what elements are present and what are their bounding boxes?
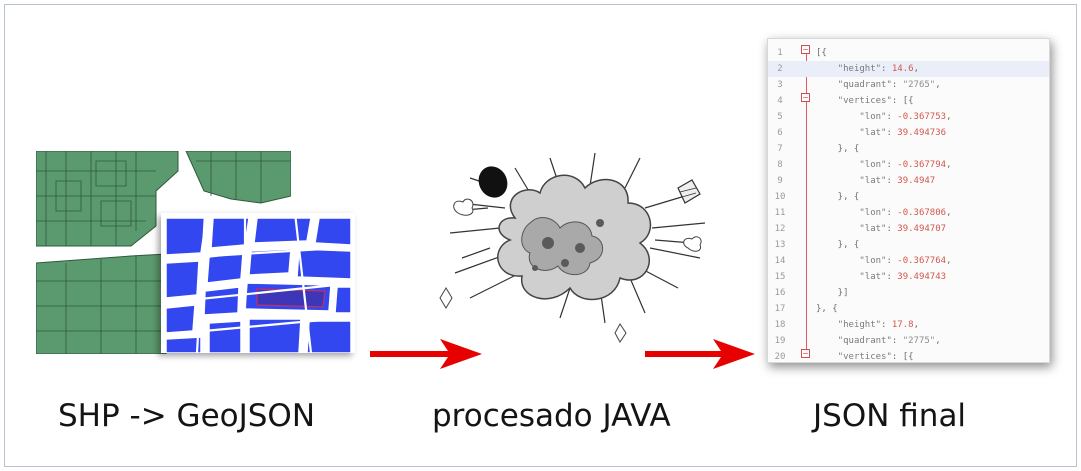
caption-json-final: JSON final [813, 398, 967, 434]
code-line: 9 "lat": 39.4947 [768, 173, 1049, 189]
line-number: 17 [774, 304, 786, 314]
code-text: }, { [816, 240, 860, 250]
code-text: "lon": -0.367753, [859, 112, 952, 122]
line-number: 18 [774, 320, 786, 330]
line-number: 6 [777, 128, 783, 138]
line-number: 15 [774, 272, 786, 282]
geojson-map-image [161, 213, 355, 353]
line-number: 8 [777, 160, 783, 170]
fold-toggle-icon[interactable]: − [801, 93, 810, 102]
code-line: 12 "lat": 39.494707 [768, 221, 1049, 237]
caption-procesado-java: procesado JAVA [432, 398, 671, 434]
code-line: 3 "quadrant": "2765", [768, 77, 1049, 93]
line-number: 12 [774, 224, 786, 234]
code-line: 16 }] [768, 285, 1049, 301]
code-line: 6 "lat": 39.494736 [768, 125, 1049, 141]
code-text: "lat": 39.494743 [859, 272, 947, 282]
code-line: 15 "lat": 39.494743 [768, 269, 1049, 285]
code-line: 1 [{ [768, 45, 1049, 61]
json-code-panel: 1[{2 "height": 14.6,3 "quadrant": "2765"… [767, 38, 1050, 363]
line-number: 19 [774, 336, 786, 346]
line-number: 3 [777, 80, 783, 90]
line-number: 9 [777, 176, 783, 186]
geojson-map-graphic [161, 213, 355, 353]
line-number: 16 [774, 288, 786, 298]
code-line: 13 }, { [768, 237, 1049, 253]
line-number: 4 [777, 96, 783, 106]
fold-toggle-icon[interactable]: − [801, 349, 810, 358]
code-line: 4 "vertices": [{ [768, 93, 1049, 109]
caption-shp-geojson: SHP -> GeoJSON [58, 398, 316, 434]
code-text: "lat": 39.494736 [859, 128, 947, 138]
fold-toggle-icon[interactable]: − [801, 45, 810, 54]
explosion-icon [430, 148, 720, 348]
code-line: 17 }, { [768, 301, 1049, 317]
code-line: 8 "lon": -0.367794, [768, 157, 1049, 173]
code-text: "height": 14.6, [837, 64, 919, 74]
code-text: "lon": -0.367764, [859, 256, 952, 266]
code-line: 19 "quadrant": "2775", [768, 333, 1049, 349]
line-number: 20 [774, 352, 786, 362]
code-line: 5 "lon": -0.367753, [768, 109, 1049, 125]
red-arrow-icon [645, 339, 755, 369]
code-text: "vertices": [{ [837, 96, 914, 106]
code-line: 11 "lon": -0.367806, [768, 205, 1049, 221]
code-text: [{ [816, 48, 827, 58]
code-line: 18 "height": 17.8, [768, 317, 1049, 333]
line-number: 11 [774, 208, 786, 218]
code-text: }, { [816, 144, 860, 154]
explosion-graphic [439, 152, 706, 343]
code-text: "lat": 39.494707 [859, 224, 947, 234]
code-text: "lat": 39.4947 [859, 176, 936, 186]
code-text: "vertices": [{ [837, 352, 914, 362]
code-text: }, { [816, 192, 860, 202]
code-line: 14 "lon": -0.367764, [768, 253, 1049, 269]
line-number: 2 [777, 64, 783, 74]
line-number: 5 [777, 112, 783, 122]
fold-gutter-line [806, 49, 807, 349]
code-line: 2 "height": 14.6, [768, 61, 1049, 77]
line-number: 13 [774, 240, 786, 250]
line-number: 1 [777, 48, 783, 58]
code-text: "quadrant": "2775", [837, 336, 941, 346]
line-number: 7 [777, 144, 783, 154]
code-line: 10 }, { [768, 189, 1049, 205]
code-text: "lon": -0.367794, [859, 160, 952, 170]
line-number: 14 [774, 256, 786, 266]
code-text: }, { [816, 304, 838, 314]
code-text: "quadrant": "2765", [837, 80, 941, 90]
code-line: 7 }, { [768, 141, 1049, 157]
line-number: 10 [774, 192, 786, 202]
code-text: "height": 17.8, [837, 320, 919, 330]
code-text: "lon": -0.367806, [859, 208, 952, 218]
code-text: }] [816, 288, 849, 298]
red-arrow-icon [370, 339, 482, 369]
code-line: 20 "vertices": [{ [768, 349, 1049, 362]
